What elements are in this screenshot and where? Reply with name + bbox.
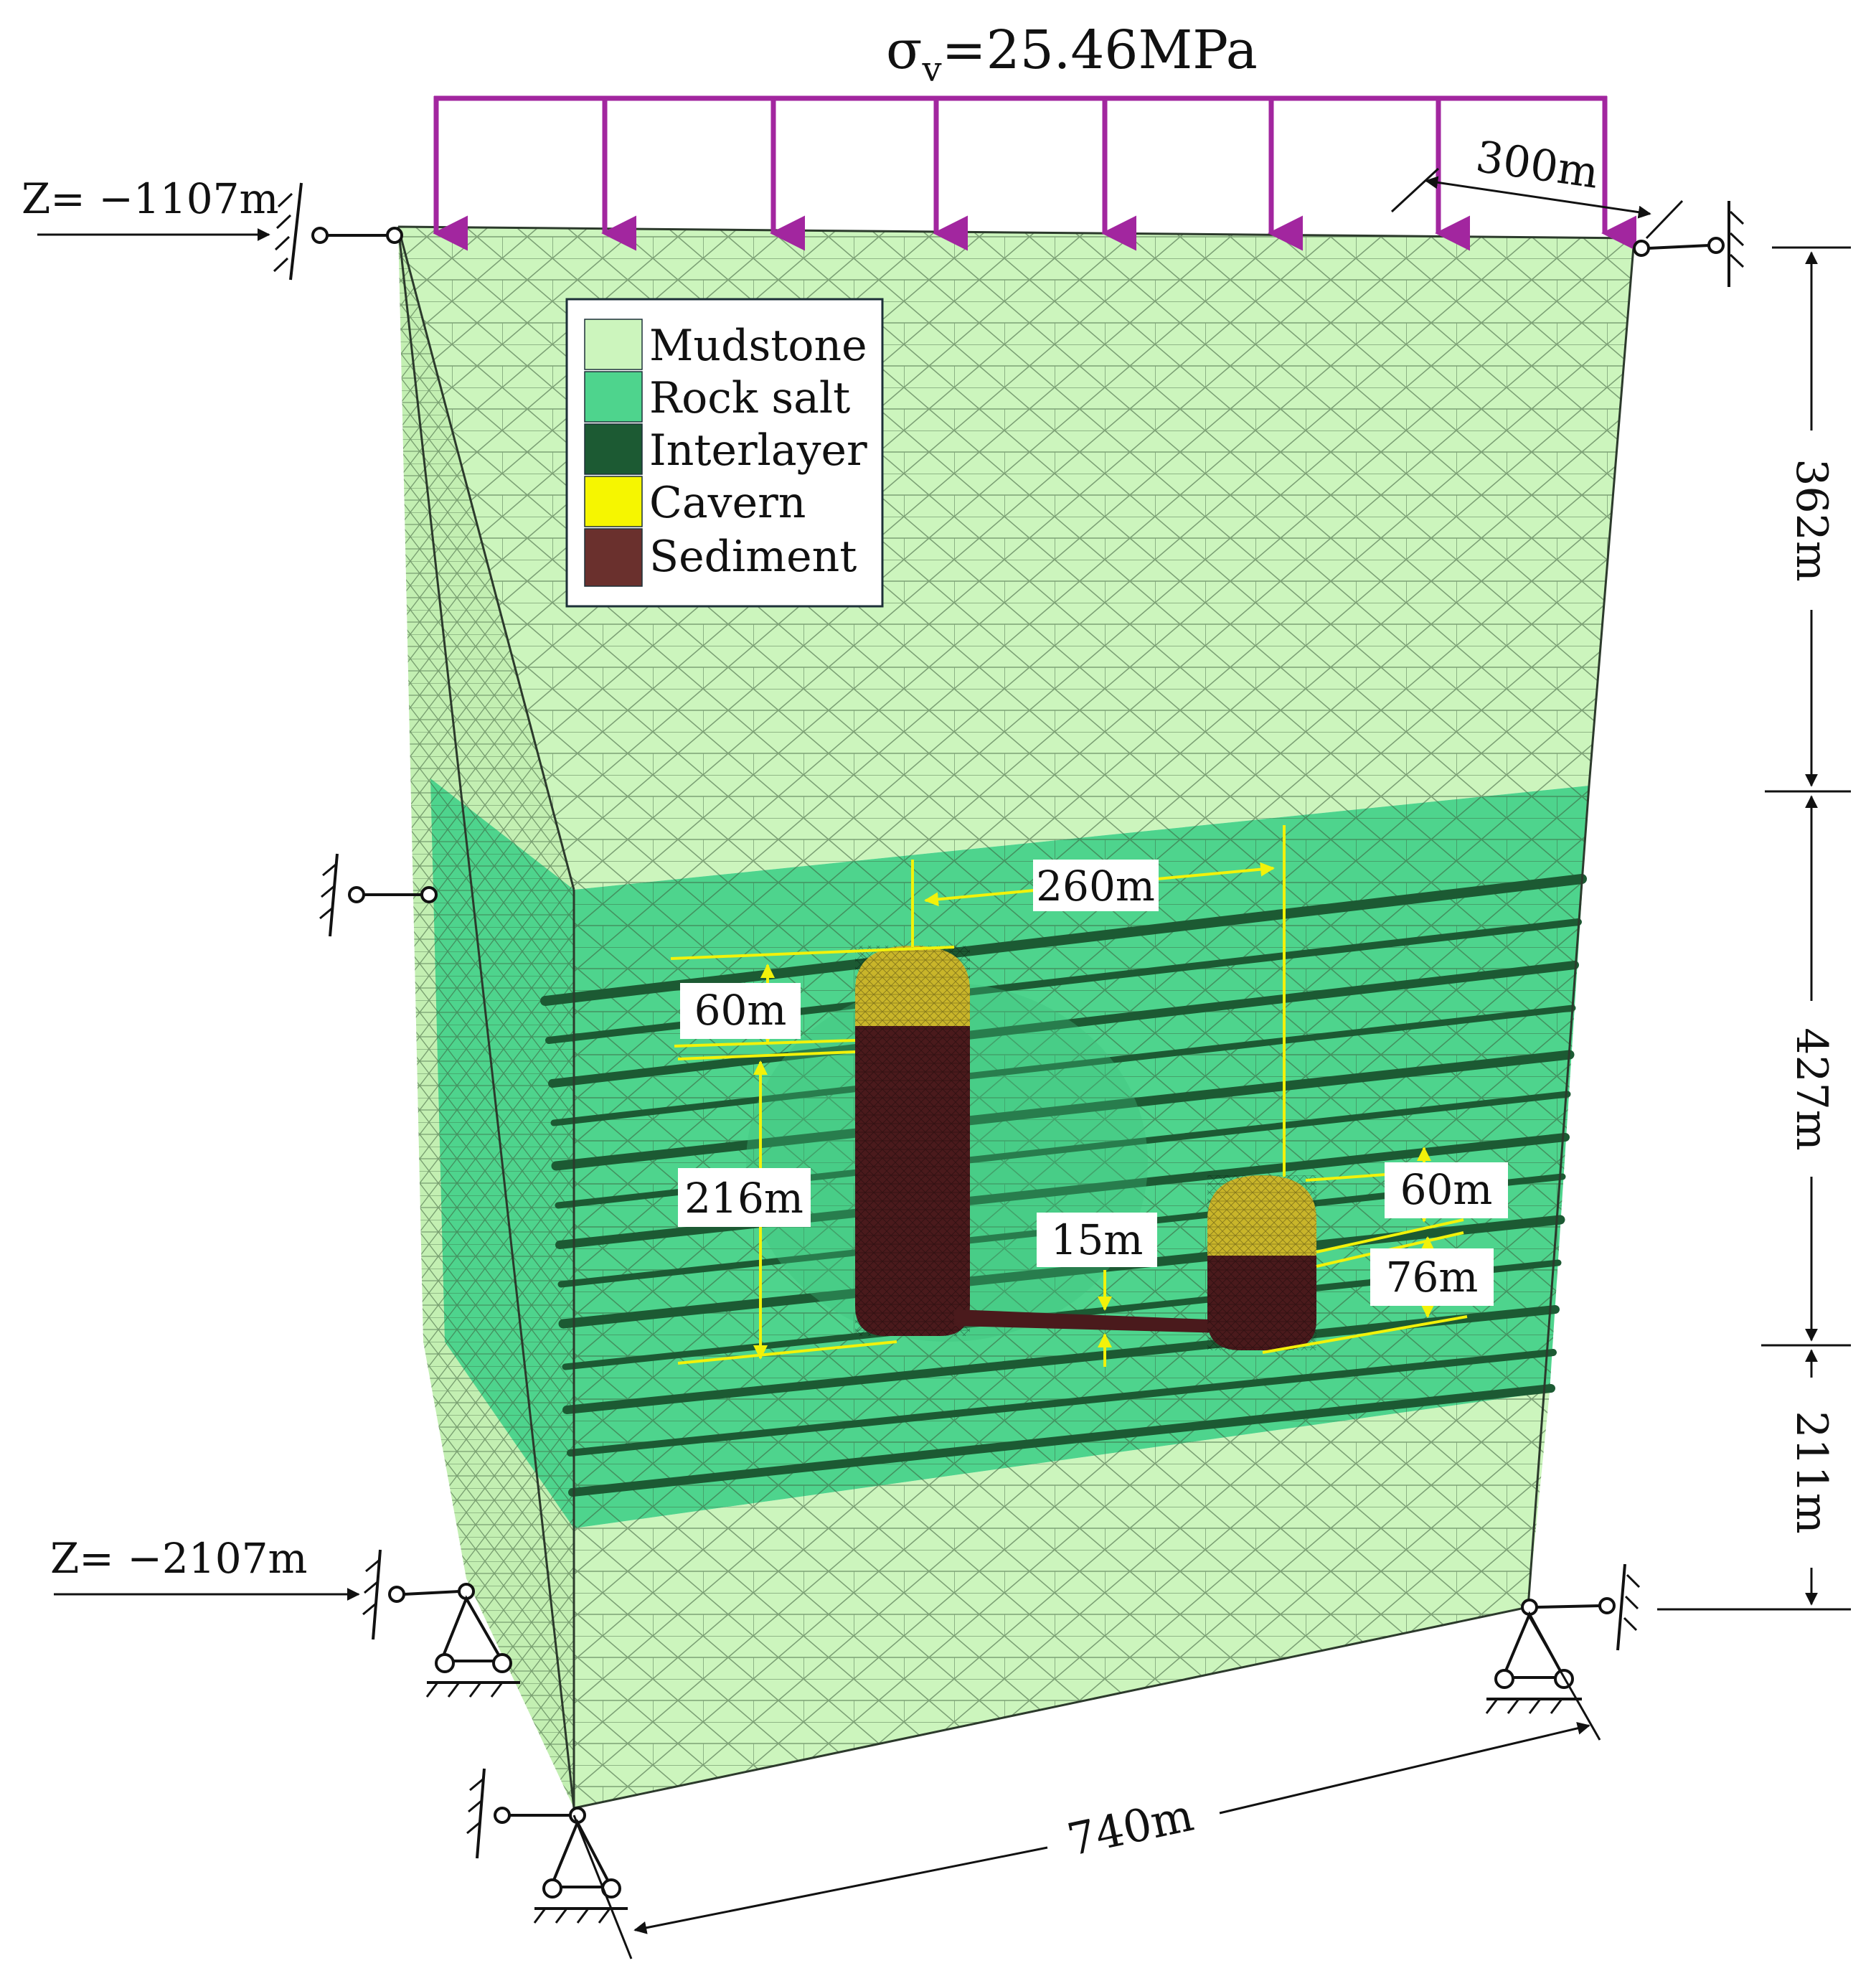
- dim-salt-layer: 427m: [1786, 1027, 1837, 1150]
- svg-text:15m: 15m: [1051, 1215, 1144, 1264]
- dim-label-left-cavern-top: 60m: [680, 983, 801, 1039]
- dim-label-connector: 15m: [1037, 1213, 1157, 1267]
- dim-label-right-sediment: 76m: [1370, 1248, 1494, 1306]
- dim-lower-mudstone: 211m: [1786, 1411, 1837, 1533]
- dim-label-cavern-spacing: 260m: [1033, 860, 1159, 911]
- vertical-dimensions: [1657, 246, 1851, 1611]
- vertical-load: [433, 95, 1637, 251]
- legend-swatch-sediment: [584, 528, 643, 587]
- boundary-supports: [273, 182, 1745, 1924]
- svg-text:76m: 76m: [1386, 1253, 1479, 1302]
- dim-depth: 300m: [1473, 132, 1601, 199]
- right-cavern: [1207, 1175, 1316, 1350]
- left-cavern: [855, 946, 970, 1336]
- legend-swatch-mudstone: [584, 319, 643, 370]
- legend-label-interlayer: Interlayer: [649, 425, 867, 476]
- connecting-channel: [954, 1309, 1227, 1333]
- legend-swatch-rock-salt: [584, 371, 643, 423]
- caverns: [746, 946, 1316, 1350]
- legend-swatch-interlayer: [584, 423, 643, 475]
- legend-label-rock-salt: Rock salt: [649, 373, 850, 423]
- svg-text:216m: 216m: [684, 1174, 803, 1223]
- svg-text:60m: 60m: [694, 986, 787, 1035]
- dim-width: 740m: [1062, 1789, 1197, 1866]
- elevation-bottom-label: Z= −2107m: [50, 1534, 308, 1583]
- legend-label-mudstone: Mudstone: [649, 321, 867, 371]
- svg-text:260m: 260m: [1036, 862, 1155, 910]
- width-dimension: [572, 1614, 1601, 1959]
- load-label: σv=25.46MPa: [886, 19, 1258, 90]
- dim-label-left-sediment: 216m: [678, 1168, 811, 1227]
- elevation-top-label: Z= −1107m: [22, 174, 279, 223]
- legend-swatch-cavern: [584, 476, 643, 527]
- svg-text:60m: 60m: [1400, 1165, 1493, 1214]
- dim-upper-mudstone: 362m: [1786, 458, 1837, 581]
- dim-label-right-cavern-top: 60m: [1385, 1162, 1508, 1218]
- legend: Mudstone Rock salt Interlayer Cavern Sed…: [565, 298, 884, 608]
- legend-label-cavern: Cavern: [649, 478, 806, 528]
- depth-dimension: [1390, 167, 1684, 240]
- legend-label-sediment: Sediment: [649, 532, 857, 582]
